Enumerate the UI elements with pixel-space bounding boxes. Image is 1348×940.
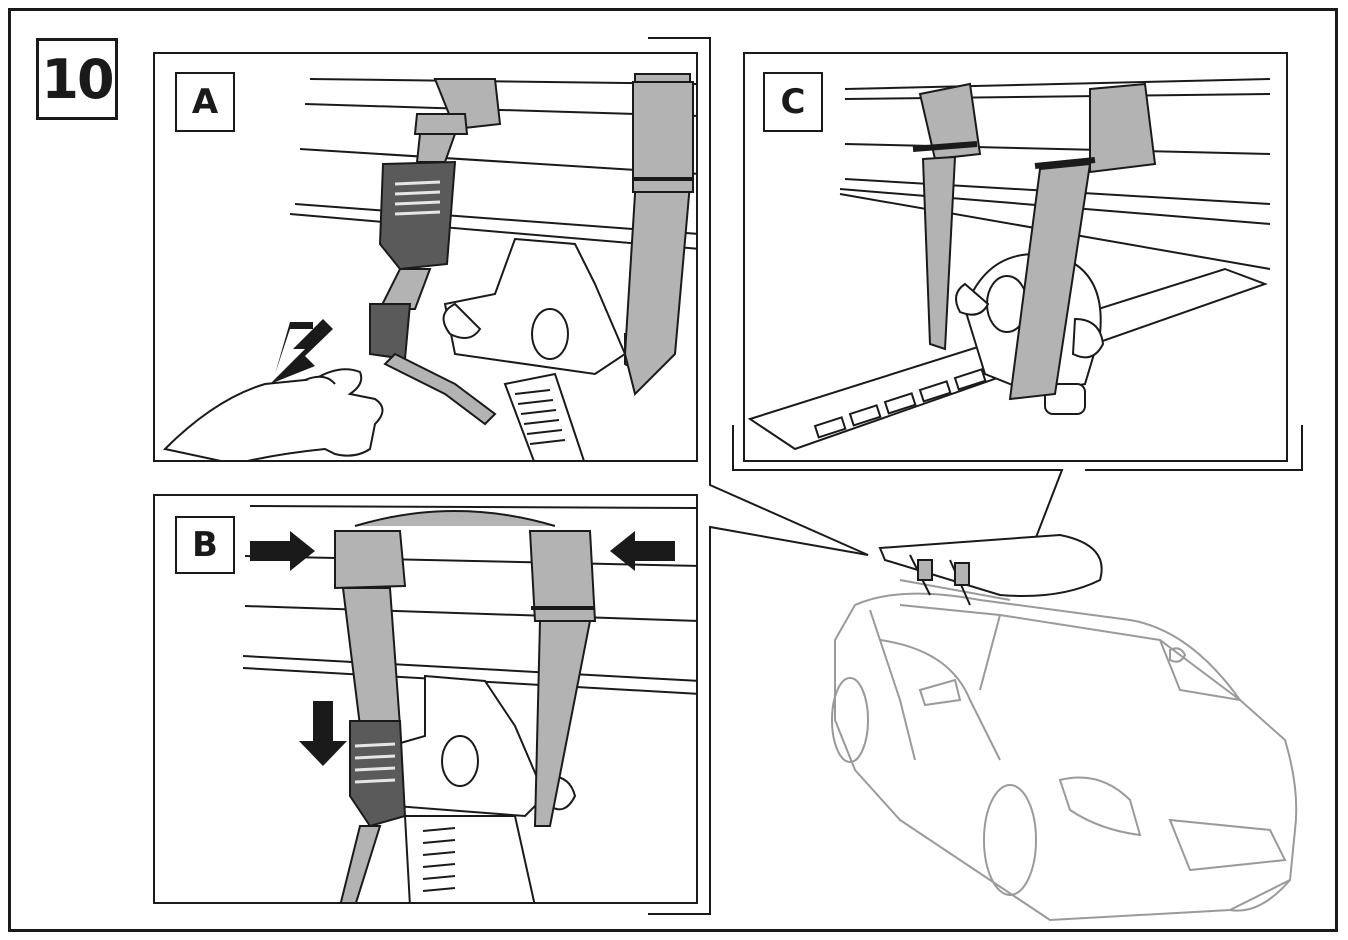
figure-frame (8, 8, 1338, 932)
callout-line-b (648, 525, 869, 915)
step-number: 10 (36, 38, 118, 120)
panel-label-b: B (175, 516, 235, 574)
car-illustration (831, 592, 1298, 922)
panel-b-illustration (242, 505, 696, 902)
panel-c-illustration (747, 78, 1271, 451)
board-on-car (878, 533, 1103, 606)
panel-a-illustration (162, 73, 696, 460)
callout-line-a (648, 37, 869, 556)
panel-c: C (743, 52, 1288, 462)
panel-a: A (153, 52, 698, 462)
panel-b: B (153, 494, 698, 904)
callout-line-c (732, 425, 1064, 541)
panel-label-a: A (175, 72, 235, 132)
panel-label-c: C (763, 72, 823, 132)
